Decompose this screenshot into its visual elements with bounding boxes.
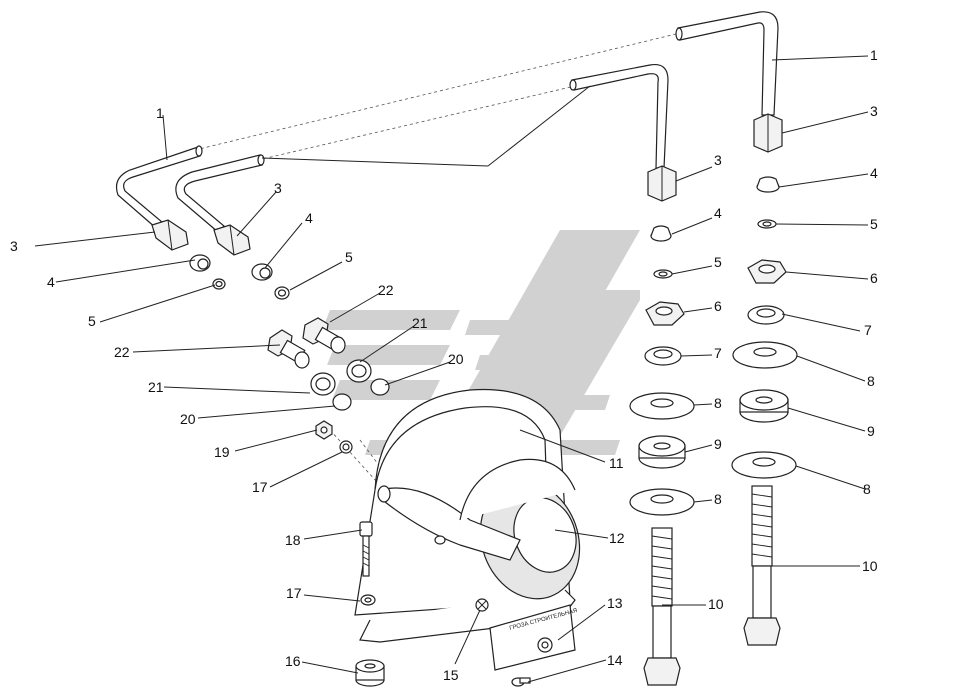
label-3-right: 3: [870, 103, 878, 119]
label-21-b: 21: [148, 379, 164, 395]
nut-19: [315, 420, 333, 440]
pipe-right: [675, 11, 779, 116]
label-15: 15: [443, 667, 459, 683]
leader-lines: [34, 55, 869, 683]
label-17-bottom: 17: [286, 585, 302, 601]
bolt-18: [359, 521, 373, 577]
washer-20-b: [370, 378, 390, 396]
fitting-a: [267, 329, 310, 369]
washer-17-bottom: [360, 594, 376, 606]
label-16: 16: [285, 653, 301, 669]
flat-washer-mid-8b: [629, 488, 695, 516]
horn-assembly: [354, 388, 581, 643]
label-12: 12: [609, 530, 625, 546]
label-8-mid-a: 8: [714, 395, 722, 411]
label-22-a: 22: [378, 282, 394, 298]
washer-left-a: [212, 278, 226, 290]
washer-mid-5: [653, 269, 673, 279]
pipe-left-b: [175, 154, 265, 233]
label-10-mid: 10: [708, 596, 724, 612]
pipe-mid: [569, 63, 669, 169]
label-3-left-a: 3: [10, 238, 18, 254]
nut-right-3: [753, 113, 783, 153]
label-6-mid: 6: [714, 298, 722, 314]
label-11: 11: [609, 455, 624, 471]
label-5-left-b: 5: [345, 249, 353, 265]
label-9-right: 9: [867, 423, 875, 439]
washer-20-a: [332, 393, 352, 411]
label-4-mid: 4: [714, 205, 722, 221]
flat-washer-right-8a: [732, 341, 798, 369]
label-9-mid: 9: [714, 436, 722, 452]
nut-left-a: [151, 219, 189, 251]
spring-washer-mid-7: [644, 346, 682, 366]
label-22-b: 22: [114, 344, 130, 360]
fitting-b: [302, 317, 346, 354]
label-14: 14: [607, 652, 623, 668]
label-4-right: 4: [870, 165, 878, 181]
label-7-mid: 7: [714, 345, 722, 361]
label-8-right-b: 8: [863, 481, 871, 497]
label-13: 13: [607, 595, 623, 611]
label-17-top: 17: [252, 479, 268, 495]
label-5-mid: 5: [714, 254, 722, 270]
label-5-left-a: 5: [88, 313, 96, 329]
spacer-right-9: [739, 389, 789, 423]
nut-right-6: [747, 259, 787, 284]
label-3-left-b: 3: [274, 180, 282, 196]
label-6-right: 6: [870, 270, 878, 286]
label-10-right: 10: [862, 558, 878, 574]
seal-ring-a: [310, 372, 336, 396]
label-1-left: 1: [156, 105, 164, 121]
label-4-left-b: 4: [305, 210, 313, 226]
flat-washer-mid-8a: [629, 392, 695, 420]
label-18: 18: [285, 532, 301, 548]
part-labels: 1 3 3 4 4 5 5 22 22 21 21 20 20 19 17 18…: [10, 47, 878, 683]
nut-left-b: [213, 224, 251, 256]
flat-washer-right-8b: [731, 451, 797, 479]
label-7-right: 7: [864, 322, 872, 338]
olive-left-b: [251, 263, 273, 281]
label-20-a: 20: [448, 351, 464, 367]
olive-right-4: [756, 176, 780, 193]
spacer-16: [355, 659, 385, 687]
label-5-right: 5: [870, 216, 878, 232]
screw-15: [475, 598, 489, 612]
nut-mid-3: [647, 165, 677, 202]
washer-right-5: [757, 219, 777, 229]
spacer-mid-9: [638, 435, 686, 469]
label-8-right-a: 8: [867, 373, 875, 389]
label-8-mid-b: 8: [714, 491, 722, 507]
spring-washer-right-7: [747, 305, 785, 325]
label-4-left-a: 4: [47, 274, 55, 290]
washer-left-b: [274, 286, 290, 300]
washer-17-top: [339, 440, 353, 454]
olive-left-a: [189, 254, 211, 272]
label-1-right: 1: [870, 47, 878, 63]
stud-right-10: [743, 485, 781, 646]
screw-14: [511, 677, 531, 687]
label-3-mid: 3: [714, 152, 722, 168]
olive-mid-4: [650, 225, 672, 242]
label-19: 19: [214, 444, 230, 460]
pipe-left-a: [115, 145, 203, 229]
seal-ring-b: [346, 359, 372, 383]
nut-mid-6: [645, 301, 685, 326]
label-20-b: 20: [180, 411, 196, 427]
stud-mid-10: [643, 527, 681, 686]
label-21-a: 21: [412, 315, 428, 331]
